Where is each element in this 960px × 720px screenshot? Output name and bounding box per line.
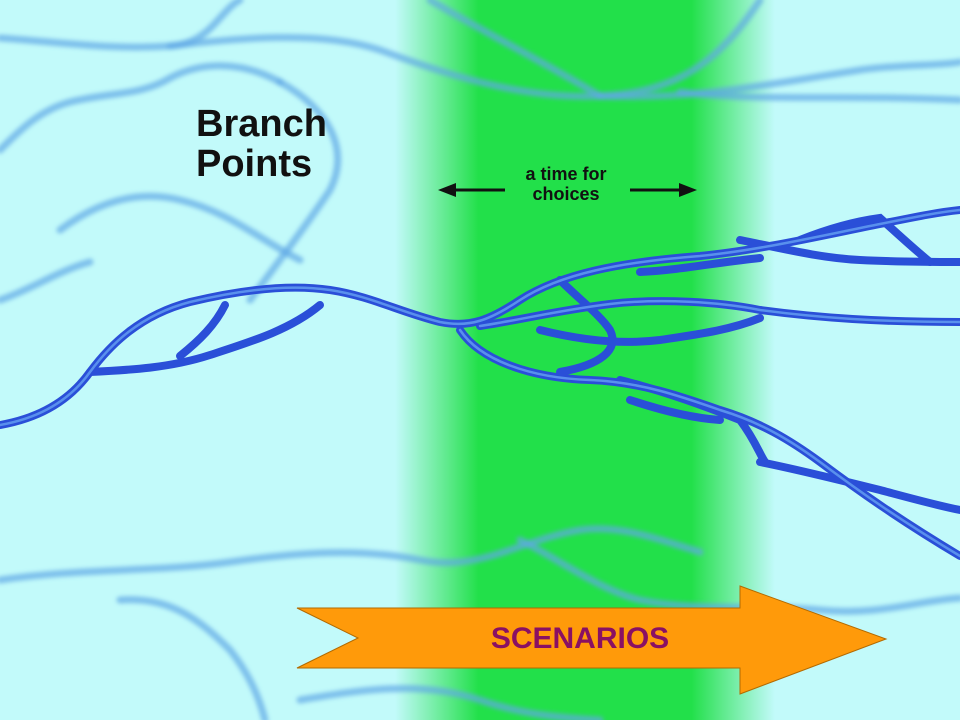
block-arrow-right-icon [296, 585, 888, 695]
arrow-left-icon [438, 183, 505, 197]
choice-band [395, 0, 775, 720]
slide-title: Branch Points [196, 104, 327, 184]
arrow-right-icon [630, 183, 697, 197]
title-line-2: Points [196, 143, 313, 185]
scenarios-label: SCENARIOS [490, 622, 670, 655]
choice-line-1: a time for [525, 164, 607, 184]
stream-highlights [0, 208, 960, 558]
title-line-1: Branch [196, 103, 327, 145]
choice-line-2: choices [532, 184, 600, 204]
choice-label: a time for choices [503, 164, 629, 204]
